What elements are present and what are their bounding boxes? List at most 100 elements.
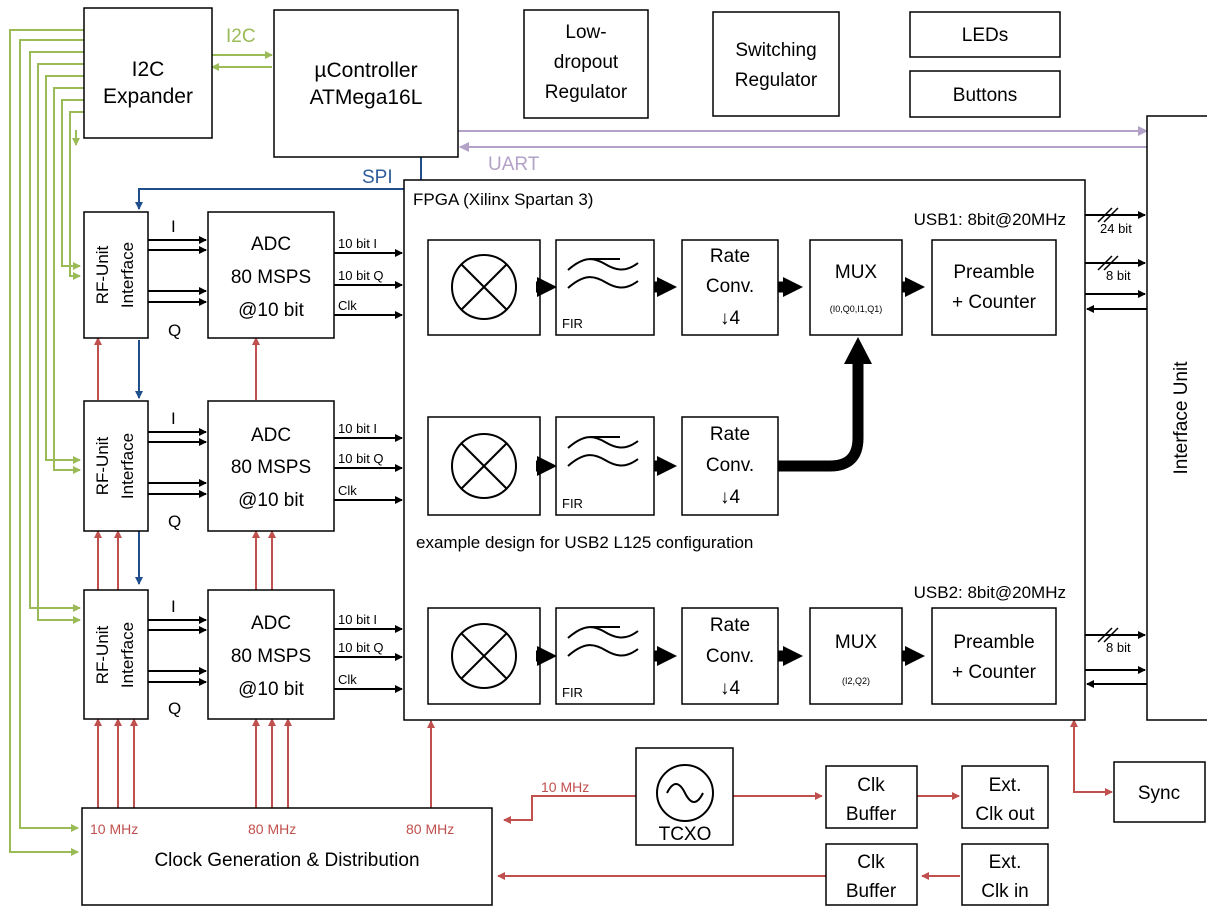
buttons-block: Buttons [909,70,1061,118]
ldo-regulator-block: Low- dropout Regulator [523,9,649,119]
tcxo-block: TCXO [635,747,734,846]
i2c-bus-lines [9,29,273,856]
svg-text:MUX: MUX [835,262,878,283]
iq-signals: I Q I Q I Q [148,217,207,718]
svg-text:Q: Q [168,512,181,531]
svg-text:(I0,Q0,I1,Q1): (I0,Q0,I1,Q1) [830,304,883,314]
ext-clk-in-block: Ext. Clk in [961,843,1049,906]
svg-text:↓4: ↓4 [720,487,741,508]
svg-text:ADC: ADC [251,613,291,634]
svg-text:Rate: Rate [710,424,750,445]
svg-text:8 bit: 8 bit [1106,640,1131,655]
adc-2: ADC 80 MSPS @10 bit [207,400,335,532]
adc-1: ADC 80 MSPS @10 bit [207,211,335,339]
svg-text:Interface: Interface [118,433,137,499]
tcxo-frequency-label: 10 MHz [541,779,589,795]
ldo-line3: Regulator [545,82,628,103]
svg-text:↓4: ↓4 [720,678,741,699]
svg-text:8 bit: 8 bit [1106,268,1131,283]
svg-text:RF-Unit: RF-Unit [93,436,112,495]
svg-text:Clk: Clk [338,483,357,498]
rf-unit-2: RF-Unit Interface [83,400,149,532]
svg-text:Conv.: Conv. [706,646,754,667]
svg-text:@10 bit: @10 bit [238,300,304,321]
svg-text:RF-Unit: RF-Unit [93,625,112,684]
switching-line1: Switching [735,40,816,61]
svg-text:10 MHz: 10 MHz [90,821,138,837]
svg-text:Preamble: Preamble [953,262,1034,283]
clock-generation-block: Clock Generation & Distribution 10 MHz 8… [81,807,493,906]
svg-text:Clock Generation & Distributio: Clock Generation & Distribution [154,850,419,871]
svg-text:+ Counter: + Counter [952,662,1037,683]
svg-text:FIR: FIR [562,316,583,331]
usb1-label: USB1: 8bit@20MHz [914,210,1066,229]
clock-lines [94,337,1113,880]
uart-lines [458,126,1148,152]
svg-text:↓4: ↓4 [720,308,741,329]
svg-text:+ Counter: + Counter [952,292,1037,313]
svg-text:10 bit Q: 10 bit Q [338,640,384,655]
spi-lines [135,157,422,585]
svg-text:10 bit Q: 10 bit Q [338,451,384,466]
adc-output-signals: 10 bit I 10 bit Q Clk 10 bit I 10 bit Q … [334,236,403,693]
svg-text:80 MSPS: 80 MSPS [231,646,311,667]
clk-buffer-in-block: Clk Buffer [825,843,918,906]
svg-text:24 bit: 24 bit [1100,221,1132,236]
svg-text:10 bit I: 10 bit I [338,612,377,627]
filter-icon [567,626,639,657]
svg-text:(I2,Q2): (I2,Q2) [842,676,870,686]
fpga-title: FPGA (Xilinx Spartan 3) [413,190,593,209]
svg-text:80 MHz: 80 MHz [248,821,296,837]
microcontroller-block: µController ATMega16L [273,9,459,158]
interface-unit-label: Interface Unit [1171,361,1192,475]
svg-text:@10 bit: @10 bit [238,679,304,700]
svg-text:Clk: Clk [338,672,357,687]
switching-regulator-block: Switching Regulator [712,11,840,117]
svg-text:Clk: Clk [857,852,885,873]
svg-text:@10 bit: @10 bit [238,490,304,511]
uart-label: UART [488,154,540,175]
svg-text:Clk in: Clk in [981,881,1029,902]
svg-text:Q: Q [168,699,181,718]
svg-text:10 bit Q: 10 bit Q [338,268,384,283]
pipeline-row-1: FIR Rate Conv. ↓4 MUX (I0,Q0,I1,Q1) Prea… [427,239,1057,336]
i2c-expander-line1: I2C [132,58,165,81]
adc-3: ADC 80 MSPS @10 bit [207,589,335,720]
svg-text:I: I [171,597,176,616]
svg-text:10 bit I: 10 bit I [338,236,377,251]
usb2-label: USB2: 8bit@20MHz [914,583,1066,602]
pipeline-row-3: FIR Rate Conv. ↓4 MUX (I2,Q2) Preamble +… [427,607,1057,705]
svg-text:Ext.: Ext. [989,775,1022,796]
svg-text:Clk: Clk [338,298,357,313]
switching-line2: Regulator [735,70,818,91]
example-note: example design for USB2 L125 configurati… [416,533,753,552]
mixer-icon [451,433,517,499]
sync-block: Sync [1113,761,1206,823]
buttons-label: Buttons [953,85,1017,106]
filter-icon [567,436,639,467]
i2c-expander-line2: Expander [103,85,193,108]
svg-text:Conv.: Conv. [706,276,754,297]
svg-text:Rate: Rate [710,246,750,267]
svg-text:Conv.: Conv. [706,455,754,476]
svg-text:Q: Q [168,321,181,340]
svg-text:ADC: ADC [251,425,291,446]
i2c-expander-block: I2C Expander [83,7,213,139]
ldo-line2: dropout [554,52,619,73]
microcontroller-line2: ATMega16L [310,86,423,109]
svg-text:80 MSPS: 80 MSPS [231,267,311,288]
svg-text:Clk: Clk [857,775,885,796]
svg-text:Interface: Interface [118,622,137,688]
pipeline-row-2: FIR Rate Conv. ↓4 [427,337,872,516]
svg-text:RF-Unit: RF-Unit [93,245,112,304]
svg-text:Rate: Rate [710,615,750,636]
microcontroller-line1: µController [314,59,417,82]
rf-unit-3: RF-Unit Interface [83,589,149,720]
i2c-label: I2C [226,26,256,47]
mixer-icon [451,623,517,689]
svg-text:I: I [171,217,176,236]
leds-label: LEDs [962,25,1008,46]
ldo-line1: Low- [565,22,606,43]
svg-text:Sync: Sync [1138,783,1180,804]
ext-clk-out-block: Ext. Clk out [961,765,1049,829]
